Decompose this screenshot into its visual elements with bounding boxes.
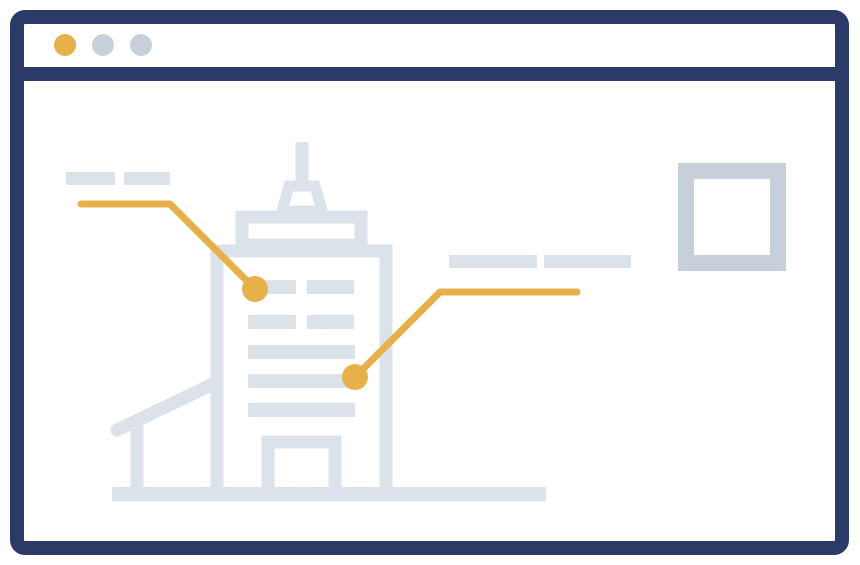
building-icon — [110, 142, 546, 501]
text-placeholder-icon — [66, 172, 115, 185]
window-control-dot-icon — [130, 34, 152, 56]
callout-line-icon — [77, 200, 268, 302]
window-control-dot-icon — [54, 34, 76, 56]
square-icon — [678, 163, 786, 271]
text-placeholder-icon — [124, 172, 170, 185]
text-placeholder-icon — [544, 255, 631, 268]
callout-line-icon — [342, 288, 581, 390]
window-control-dot-icon — [92, 34, 114, 56]
text-placeholder-icon — [449, 255, 537, 268]
